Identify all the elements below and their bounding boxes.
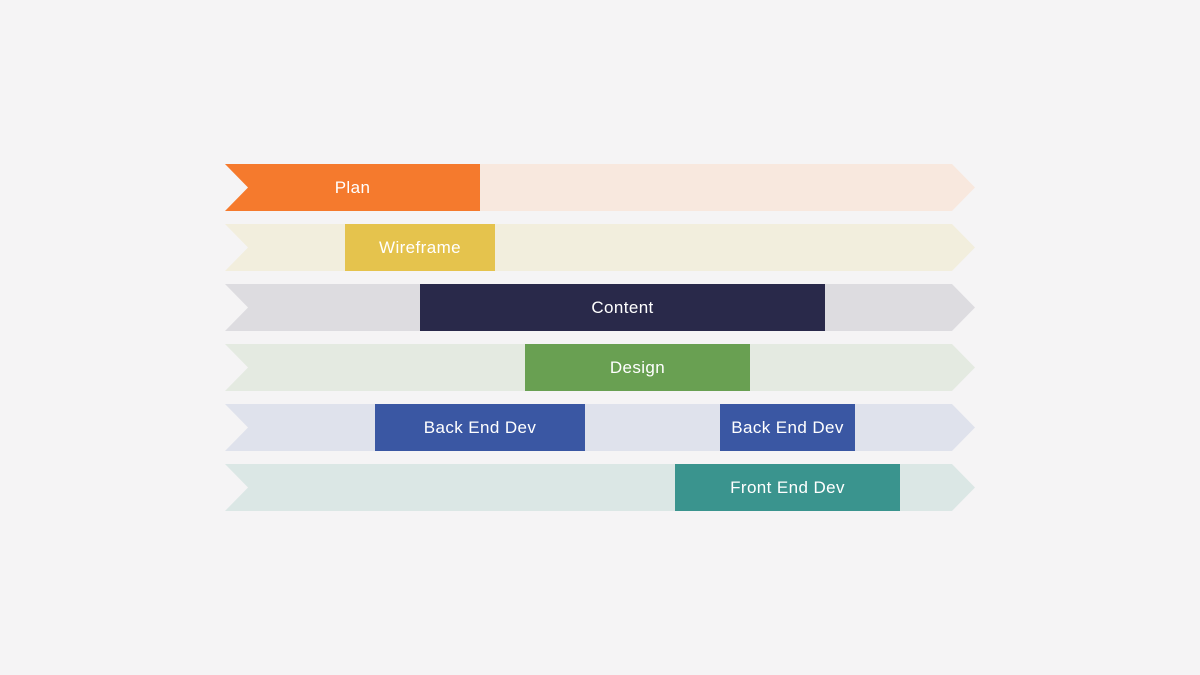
segment-plan: Plan (225, 164, 480, 211)
timeline-row-back-end-dev: Back End Dev Back End Dev (225, 404, 975, 451)
segment-design: Design (525, 344, 750, 391)
segment-back-end-dev-1: Back End Dev (375, 404, 585, 451)
segment-wireframe: Wireframe (345, 224, 495, 271)
timeline-row-content: Content (225, 284, 975, 331)
timeline-row-plan: Plan (225, 164, 975, 211)
timeline-row-wireframe: Wireframe (225, 224, 975, 271)
segment-front-end-dev: Front End Dev (675, 464, 900, 511)
segment-back-end-dev-2: Back End Dev (720, 404, 855, 451)
timeline-row-design: Design (225, 344, 975, 391)
segment-content: Content (420, 284, 825, 331)
timeline-row-front-end-dev: Front End Dev (225, 464, 975, 511)
